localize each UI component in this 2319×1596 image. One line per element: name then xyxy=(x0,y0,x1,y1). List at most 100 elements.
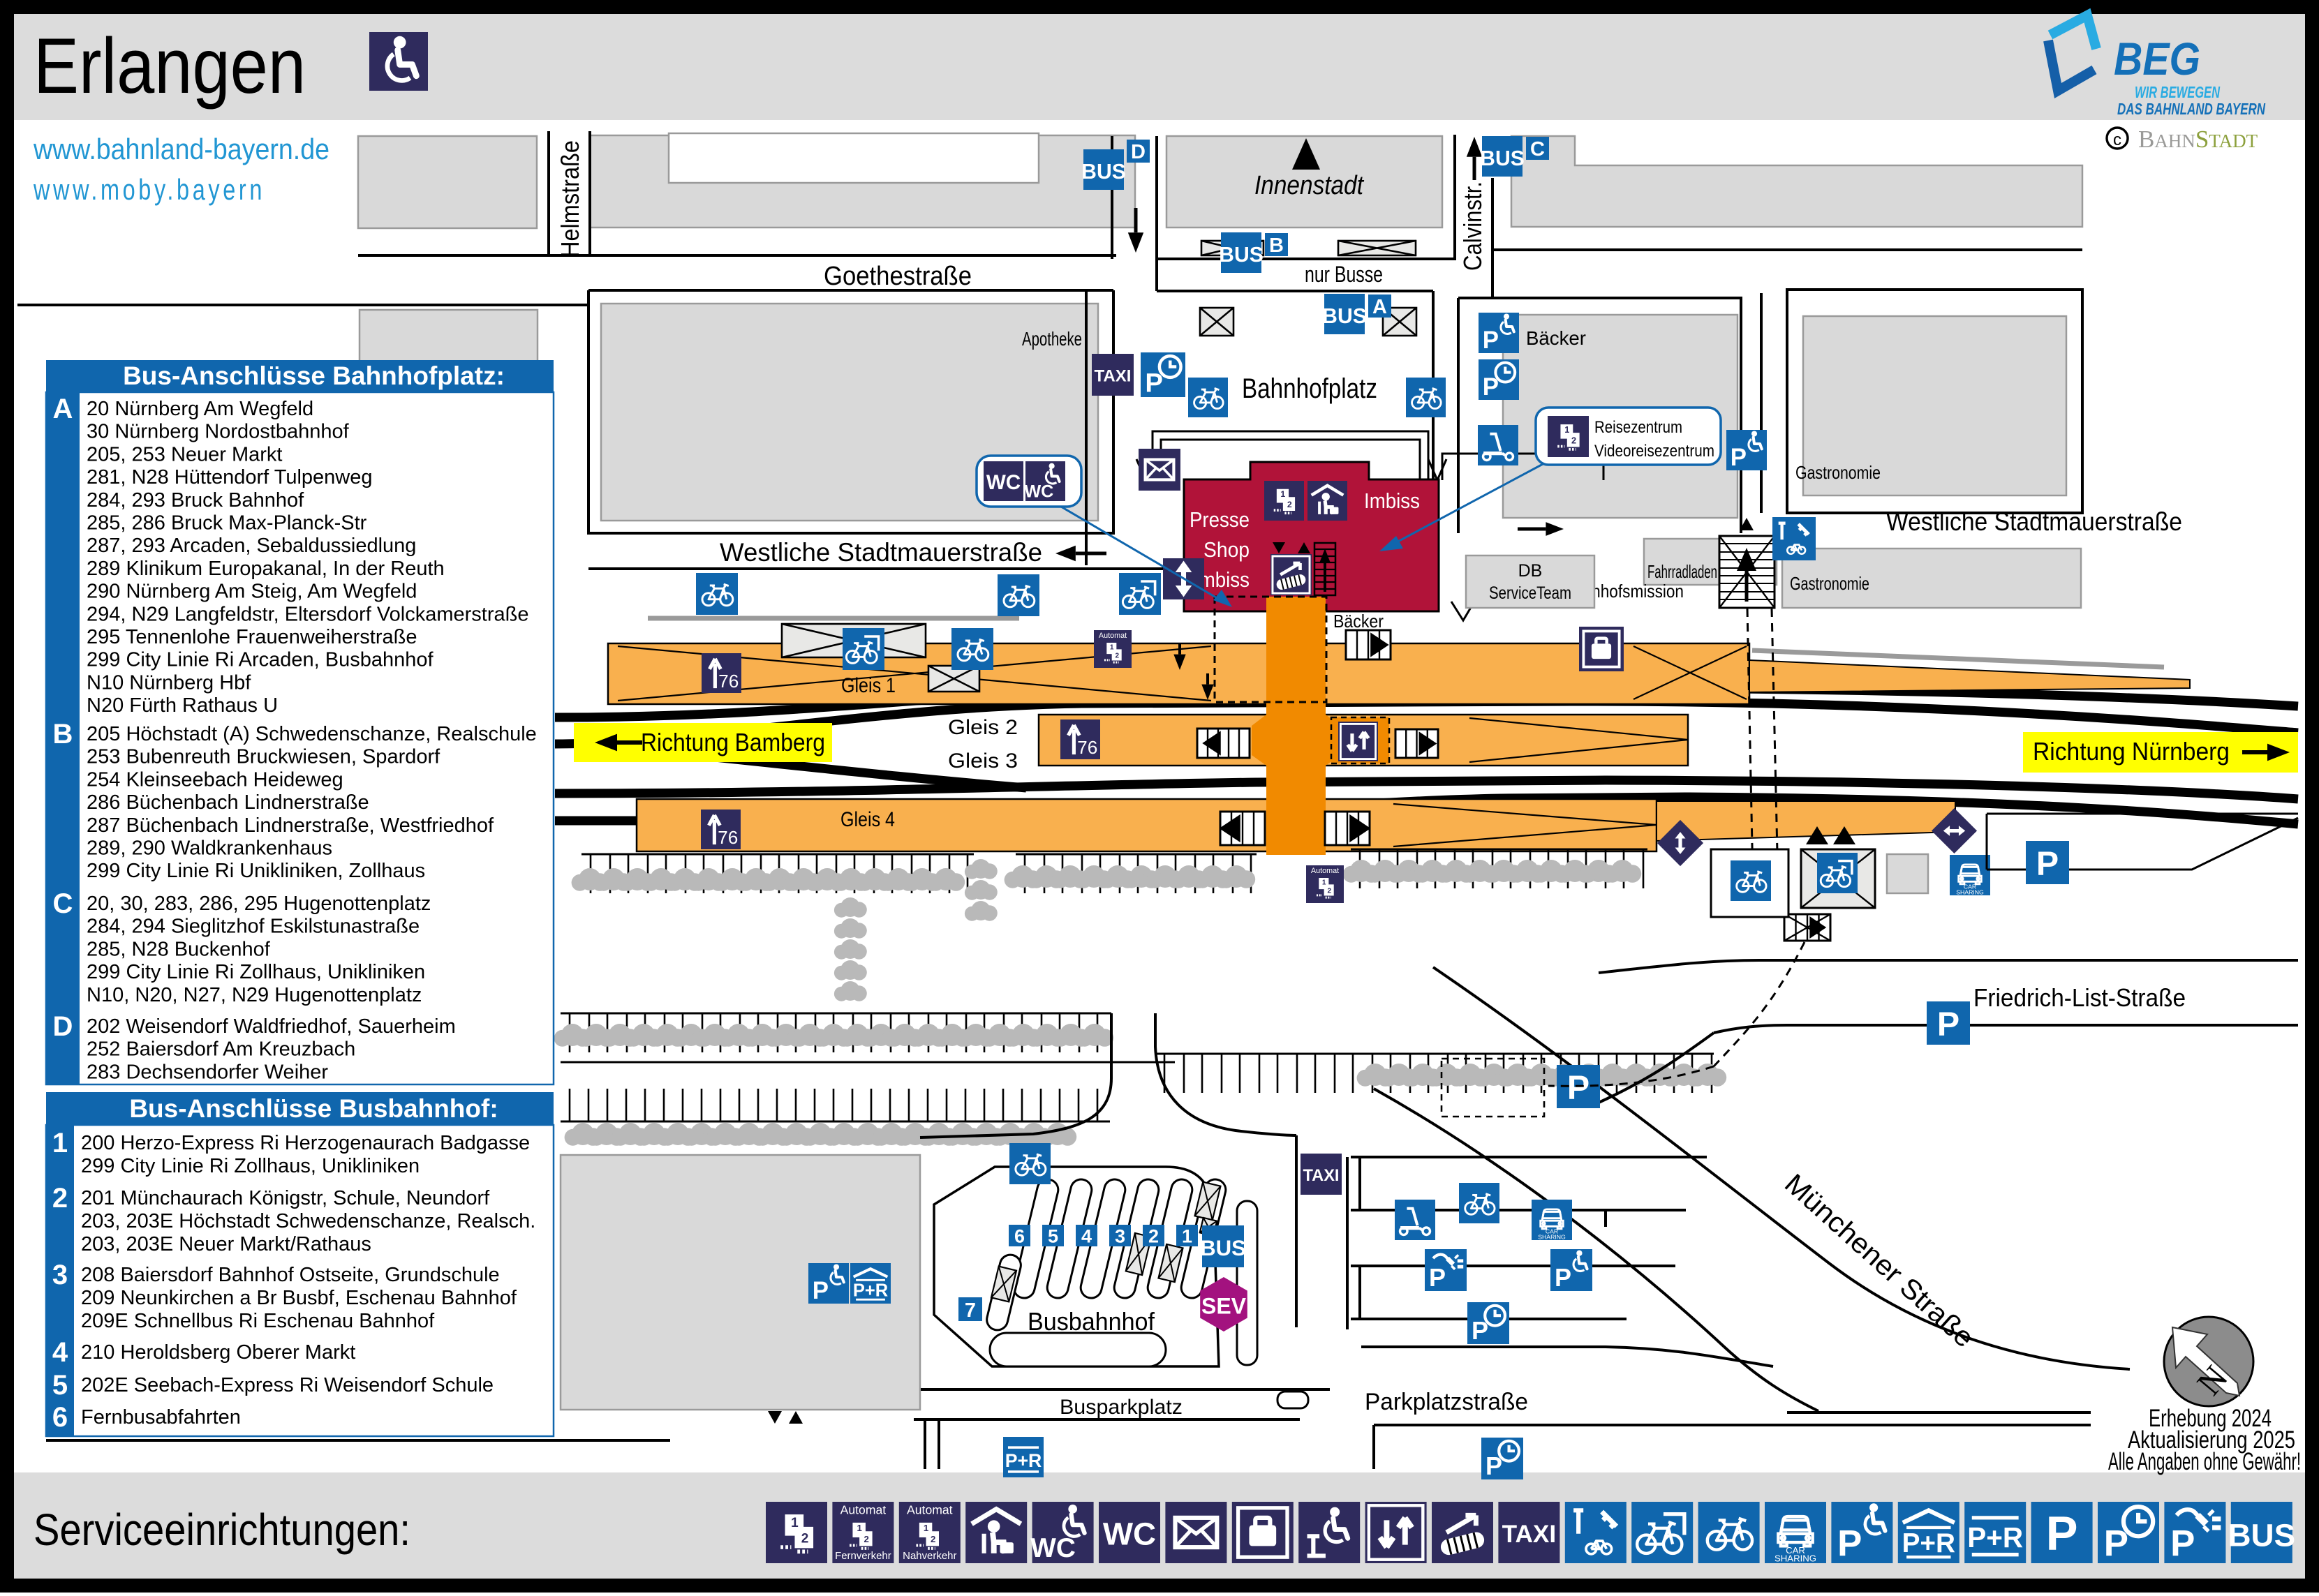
svg-text:294, N29 Langfeldstr, Eltersdo: 294, N29 Langfeldstr, Eltersdorf Volckam… xyxy=(87,603,528,625)
svg-text:2: 2 xyxy=(1571,435,1576,445)
svg-text:287, 293 Arcaden, Sebaldussied: 287, 293 Arcaden, Sebaldussiedlung xyxy=(87,535,416,557)
svg-text:BUS: BUS xyxy=(1322,305,1367,328)
svg-text:BAHNSTADT: BAHNSTADT xyxy=(2138,126,2258,153)
svg-text:Erlangen: Erlangen xyxy=(34,22,306,110)
svg-text:Fernverkehr: Fernverkehr xyxy=(835,1550,891,1562)
svg-text:N20 Fürth Rathaus U: N20 Fürth Rathaus U xyxy=(87,694,278,717)
svg-text:Westliche Stadtmauerstraße: Westliche Stadtmauerstraße xyxy=(720,538,1042,567)
svg-text:281, N28 Hüttendorf Tulpenweg: 281, N28 Hüttendorf Tulpenweg xyxy=(87,466,373,489)
svg-text:N10, N20, N27, N29 Hugenottenp: N10, N20, N27, N29 Hugenottenplatz xyxy=(87,984,422,1006)
svg-text:TAXI: TAXI xyxy=(1303,1167,1340,1185)
svg-text:283 Dechsendorfer Weiher: 283 Dechsendorfer Weiher xyxy=(87,1061,328,1083)
svg-text:D: D xyxy=(1131,141,1146,163)
svg-text:1: 1 xyxy=(52,1128,68,1158)
svg-text:DAS BAHNLAND BAYERN: DAS BAHNLAND BAYERN xyxy=(2117,100,2265,118)
svg-text:A: A xyxy=(53,394,73,424)
svg-text:P+R: P+R xyxy=(1967,1521,2023,1553)
svg-text:Aktualisierung 2025: Aktualisierung 2025 xyxy=(2128,1426,2295,1454)
svg-text:CAR: CAR xyxy=(1546,1228,1558,1235)
svg-text:205 Höchstadt (A) Schwedenscha: 205 Höchstadt (A) Schwedenschanze, Reals… xyxy=(87,723,537,745)
svg-text:Automat: Automat xyxy=(840,1503,887,1517)
svg-text:76: 76 xyxy=(1077,737,1097,758)
svg-text:Gleis 4: Gleis 4 xyxy=(840,808,895,831)
svg-text:TAXI: TAXI xyxy=(1095,367,1132,386)
svg-text:www.bahnland-bayern.de: www.bahnland-bayern.de xyxy=(33,133,329,165)
svg-text:290 Nürnberg Am Steig, Am Wegf: 290 Nürnberg Am Steig, Am Wegfeld xyxy=(87,581,417,603)
svg-text:4: 4 xyxy=(52,1337,68,1368)
svg-text:7: 7 xyxy=(965,1299,976,1322)
svg-text:1: 1 xyxy=(924,1523,928,1533)
svg-text:P: P xyxy=(1937,1005,1959,1043)
svg-text:TAXI: TAXI xyxy=(1502,1521,1557,1548)
svg-text:P: P xyxy=(1837,1523,1862,1564)
svg-text:Friedrich-List-Straße: Friedrich-List-Straße xyxy=(1973,983,2186,1012)
svg-text:5: 5 xyxy=(52,1370,68,1401)
svg-text:SHARING: SHARING xyxy=(1956,888,1984,895)
svg-text:Bahnhofplatz: Bahnhofplatz xyxy=(1242,373,1377,404)
svg-text:209E Schnellbus Ri Eschenau Ba: 209E Schnellbus Ri Eschenau Bahnhof xyxy=(81,1310,435,1332)
svg-text:nur Busse: nur Busse xyxy=(1305,262,1383,287)
svg-text:299 City Linie Ri Arcaden, Bus: 299 City Linie Ri Arcaden, Busbahnhof xyxy=(87,649,434,671)
svg-text:BUS: BUS xyxy=(1219,244,1264,267)
svg-text:BUS: BUS xyxy=(1200,1236,1246,1260)
svg-text:www.moby.bayern: www.moby.bayern xyxy=(33,173,265,206)
svg-text:SHARING: SHARING xyxy=(1538,1233,1566,1240)
svg-text:289, 290 Waldkrankenhaus: 289, 290 Waldkrankenhaus xyxy=(87,837,332,860)
svg-text:2: 2 xyxy=(1287,500,1292,509)
svg-text:ServiceTeam: ServiceTeam xyxy=(1489,583,1571,603)
svg-text:287 Büchenbach Lindnerstraße,: 287 Büchenbach Lindnerstraße, Westfriedh… xyxy=(87,814,494,837)
svg-text:C: C xyxy=(1530,138,1545,161)
svg-text:1: 1 xyxy=(1182,1225,1192,1246)
svg-text:P: P xyxy=(2046,1507,2078,1560)
svg-text:Innenstadt: Innenstadt xyxy=(1254,171,1364,200)
svg-text:Videoreisezentrum: Videoreisezentrum xyxy=(1594,442,1714,461)
svg-text:2: 2 xyxy=(52,1183,68,1214)
svg-text:Bäcker: Bäcker xyxy=(1333,611,1384,632)
svg-text:76: 76 xyxy=(718,671,739,692)
svg-text:Reisezentrum: Reisezentrum xyxy=(1594,418,1682,437)
svg-text:Automat: Automat xyxy=(1311,867,1339,875)
svg-text:B: B xyxy=(53,719,73,749)
svg-text:Helmstraße: Helmstraße xyxy=(556,140,584,258)
svg-text:Bus-Anschlüsse Busbahnhof:: Bus-Anschlüsse Busbahnhof: xyxy=(129,1094,498,1123)
svg-text:1: 1 xyxy=(1322,879,1326,886)
svg-text:P+R: P+R xyxy=(853,1281,888,1301)
svg-text:254 Kleinseebach Heideweg: 254 Kleinseebach Heideweg xyxy=(87,768,343,791)
svg-text:200 Herzo-Express Ri Herzogena: 200 Herzo-Express Ri Herzogenaurach Badg… xyxy=(81,1132,530,1154)
svg-text:Gleis 1: Gleis 1 xyxy=(841,674,896,697)
svg-text:Presse: Presse xyxy=(1190,507,1250,532)
svg-text:30 Nürnberg Nordostbahnhof: 30 Nürnberg Nordostbahnhof xyxy=(87,421,350,443)
svg-text:WIR BEWEGEN: WIR BEWEGEN xyxy=(2135,83,2220,101)
svg-text:Goethestraße: Goethestraße xyxy=(824,262,972,291)
svg-text:BUS: BUS xyxy=(1480,147,1525,170)
svg-text:Busbahnhof: Busbahnhof xyxy=(1028,1307,1155,1336)
svg-text:2: 2 xyxy=(1148,1225,1159,1246)
svg-text:D: D xyxy=(53,1011,73,1042)
svg-text:299 City Linie Ri Unikliniken,: 299 City Linie Ri Unikliniken, Zollhaus xyxy=(87,860,425,882)
svg-text:285, N28 Buckenhof: 285, N28 Buckenhof xyxy=(87,938,271,960)
svg-text:Apotheke: Apotheke xyxy=(1022,328,1082,350)
svg-text:4: 4 xyxy=(1081,1225,1092,1246)
svg-text:Shop: Shop xyxy=(1203,537,1250,562)
svg-text:1: 1 xyxy=(857,1523,861,1533)
svg-text:1: 1 xyxy=(791,1516,799,1530)
svg-text:Automat: Automat xyxy=(907,1503,953,1517)
svg-text:B: B xyxy=(1269,234,1284,257)
svg-text:P: P xyxy=(1429,1263,1446,1292)
svg-text:3: 3 xyxy=(1115,1225,1125,1246)
svg-text:P: P xyxy=(813,1277,829,1304)
svg-text:P: P xyxy=(1731,444,1747,471)
svg-text:2: 2 xyxy=(864,1534,869,1544)
svg-text:Gleis 2: Gleis 2 xyxy=(948,716,1018,739)
svg-text:20 Nürnberg Am Wegfeld: 20 Nürnberg Am Wegfeld xyxy=(87,398,313,420)
svg-text:SHARING: SHARING xyxy=(1775,1553,1816,1563)
svg-text:202E Seebach-Express Ri Weisen: 202E Seebach-Express Ri Weisendorf Schul… xyxy=(81,1374,494,1396)
svg-text:203, 203E Höchstadt Schwedensc: 203, 203E Höchstadt Schwedenschanze, Rea… xyxy=(81,1210,535,1232)
svg-text:Parkplatzstraße: Parkplatzstraße xyxy=(1365,1389,1528,1415)
svg-text:WC: WC xyxy=(1103,1516,1156,1552)
svg-text:Gastronomie: Gastronomie xyxy=(1795,462,1881,483)
svg-text:P: P xyxy=(1483,373,1499,401)
svg-text:c: c xyxy=(2113,130,2121,149)
svg-text:Fernbusabfahrten: Fernbusabfahrten xyxy=(81,1406,241,1429)
svg-text:SEV: SEV xyxy=(1201,1293,1247,1318)
